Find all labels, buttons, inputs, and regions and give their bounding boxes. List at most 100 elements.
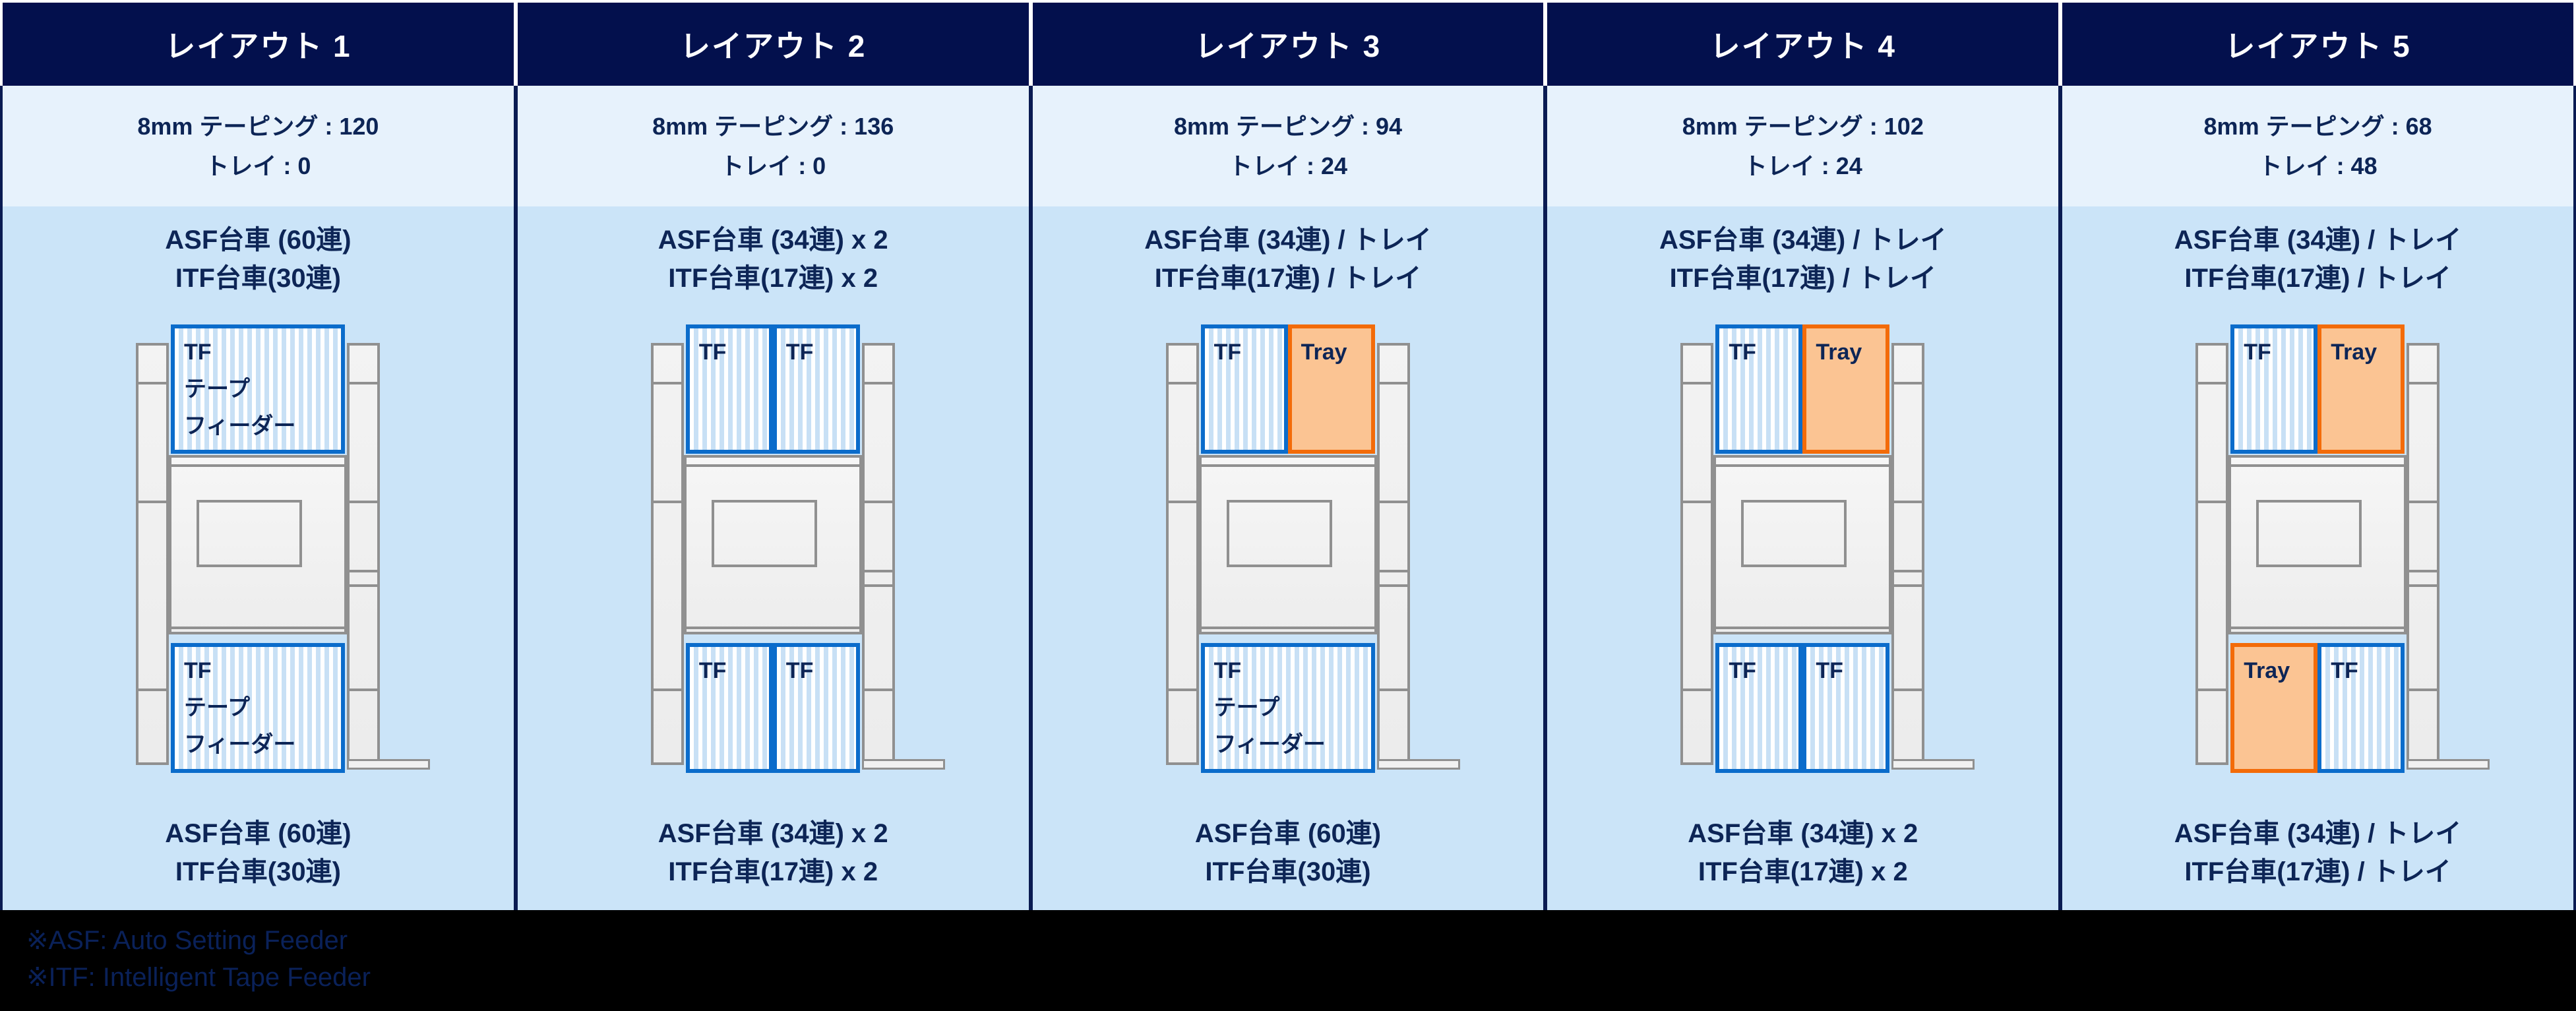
machine-diagram: ASF台車 (34連) / トレイ ITF台車(17連) / トレイ: [1033, 206, 1544, 910]
cart-label-line: ITF台車(30連): [175, 264, 341, 293]
layout-1-column: 8mm テーピング : 120 トレイ : 0 ASF台車 (60連) ITF台…: [3, 86, 514, 910]
slot-label: TF: [1729, 658, 1756, 683]
layout-2-column: 8mm テーピング : 136 トレイ : 0 ASF台車 (34連) x 2 …: [517, 86, 1029, 910]
machine-body: [1713, 455, 1892, 634]
tape-feeder-slot: TF: [772, 643, 860, 773]
board-area: [711, 500, 817, 567]
tape-feeder-slot: TF: [685, 643, 773, 773]
board-area: [197, 500, 302, 567]
tape-feeder-slot: TF: [1715, 643, 1803, 773]
machine-diagram: ASF台車 (34連) / トレイ ITF台車(17連) / トレイ: [2062, 206, 2573, 910]
slot-label: テープ: [184, 377, 250, 402]
tray-slot: Tray: [2317, 324, 2405, 454]
cart-label-line: ITF台車(17連) / トレイ: [2184, 857, 2451, 886]
cart-label-line: ASF台車 (34連) / トレイ: [2174, 819, 2462, 848]
slot-label: TF: [184, 658, 212, 683]
machine-diagram: ASF台車 (34連) / トレイ ITF台車(17連) / トレイ: [1547, 206, 2058, 910]
tray-count: トレイ : 24: [1228, 152, 1348, 179]
itf-footnote: ※ITF: Intelligent Tape Feeder: [26, 963, 371, 992]
machine-foot: [2407, 759, 2490, 770]
bottom-feeder-slots: TF TF: [685, 643, 860, 773]
taping-count: 8mm テーピング : 94: [1173, 112, 1403, 140]
cart-label-line: ASF台車 (60連): [1194, 819, 1382, 848]
machine-body: [2228, 455, 2407, 634]
slot-label: Tray: [2331, 340, 2377, 365]
slot-label: TF: [785, 658, 814, 683]
cart-label-line: ITF台車(17連) / トレイ: [1669, 264, 1937, 293]
asf-footnote: ※ASF: Auto Setting Feeder: [26, 926, 348, 955]
slot-label: TF: [698, 658, 727, 683]
board-area: [1226, 500, 1332, 567]
machine-foot: [347, 759, 430, 770]
layout-4-header: レイアウト 4: [1547, 3, 2059, 86]
top-feeder-slots: TF Tray: [1715, 324, 1890, 454]
machine-right-rail: [347, 343, 380, 765]
slot-label: Tray: [1816, 340, 1862, 365]
taping-count: 8mm テーピング : 102: [1682, 112, 1924, 140]
taping-count: 8mm テーピング : 120: [137, 112, 379, 140]
machine-foot: [861, 759, 945, 770]
bottom-feeder-slots: TF TF: [1715, 643, 1890, 773]
stats-panel: 8mm テーピング : 102 トレイ : 24: [1547, 86, 2059, 206]
cart-label-line: ASF台車 (34連) x 2: [658, 226, 888, 255]
board-area: [1741, 500, 1847, 567]
machine-right-rail: [2407, 343, 2440, 765]
slot-label: Tray: [1301, 340, 1347, 365]
tape-feeder-slot: TF テープ フィーダー: [171, 324, 345, 454]
taping-count: 8mm テーピング : 68: [2203, 112, 2432, 140]
tape-feeder-slot: TF テープ フィーダー: [171, 643, 345, 773]
tray-slot: Tray: [1802, 324, 1890, 454]
slot-label: フィーダー: [184, 732, 296, 757]
tray-count: トレイ : 48: [2258, 152, 2377, 179]
tray-count: トレイ : 24: [1743, 152, 1862, 179]
layout-table: レイアウト 1 レイアウト 2 レイアウト 3 レイアウト 4 レイアウト 5 …: [0, 0, 2576, 910]
cart-label-line: ITF台車(30連): [1205, 857, 1371, 886]
stats-panel: 8mm テーピング : 94 トレイ : 24: [1032, 86, 1544, 206]
tray-slot: Tray: [2230, 643, 2318, 773]
cart-label-line: ASF台車 (60連): [165, 226, 352, 255]
cart-label-line: ASF台車 (34連) / トレイ: [1659, 226, 1947, 255]
slot-label: TF: [2331, 658, 2358, 683]
layout-4-column: 8mm テーピング : 102 トレイ : 24 ASF台車 (34連) / ト…: [1547, 86, 2059, 910]
layout-1-header: レイアウト 1: [3, 3, 514, 86]
cart-label-line: ASF台車 (60連): [165, 819, 352, 848]
tape-feeder-slot: TF テープ フィーダー: [1200, 643, 1375, 773]
bottom-cart-label: ASF台車 (34連) x 2 ITF台車(17連) x 2: [1547, 814, 2058, 891]
top-cart-label: ASF台車 (34連) / トレイ ITF台車(17連) / トレイ: [1033, 221, 1544, 297]
tape-feeder-slot: TF: [1802, 643, 1890, 773]
machine-body: [1198, 455, 1377, 634]
slot-label: フィーダー: [1213, 732, 1326, 757]
machine-right-rail: [1376, 343, 1410, 765]
slot-label: TF: [785, 340, 814, 365]
machine-left-rail: [650, 343, 684, 765]
cart-label-line: ITF台車(17連) / トレイ: [2184, 264, 2451, 293]
top-feeder-slots: TF Tray: [2230, 324, 2405, 454]
cart-label-line: ITF台車(17連) x 2: [1698, 857, 1908, 886]
cart-label-line: ITF台車(17連) x 2: [668, 857, 878, 886]
bottom-feeder-slots: TF テープ フィーダー: [171, 643, 345, 773]
slot-label: TF: [698, 340, 727, 365]
slot-label: TF: [1729, 340, 1756, 365]
slot-label: TF: [1213, 340, 1242, 365]
bottom-feeder-slots: Tray TF: [2230, 643, 2405, 773]
bottom-cart-label: ASF台車 (60連) ITF台車(30連): [3, 814, 514, 891]
cart-label-line: ITF台車(17連) / トレイ: [1154, 264, 1422, 293]
slot-label: テープ: [184, 695, 250, 720]
tape-feeder-slot: TF: [2230, 324, 2318, 454]
board-area: [2256, 500, 2362, 567]
slot-label: フィーダー: [184, 414, 296, 439]
cart-label-line: ASF台車 (34連) x 2: [1688, 819, 1918, 848]
bottom-feeder-slots: TF テープ フィーダー: [1200, 643, 1375, 773]
top-cart-label: ASF台車 (34連) / トレイ ITF台車(17連) / トレイ: [2062, 221, 2573, 297]
bottom-cart-label: ASF台車 (60連) ITF台車(30連): [1033, 814, 1544, 891]
top-feeder-slots: TF TF: [685, 324, 860, 454]
tray-slot: Tray: [1287, 324, 1375, 454]
header-row: レイアウト 1 レイアウト 2 レイアウト 3 レイアウト 4 レイアウト 5: [0, 0, 2576, 86]
tray-count: トレイ : 0: [205, 152, 311, 179]
taping-count: 8mm テーピング : 136: [652, 112, 894, 140]
layout-5-column: 8mm テーピング : 68 トレイ : 48 ASF台車 (34連) / トレ…: [2062, 86, 2573, 910]
tape-feeder-slot: TF: [1715, 324, 1803, 454]
top-feeder-slots: TF Tray: [1200, 324, 1375, 454]
top-cart-label: ASF台車 (60連) ITF台車(30連): [3, 221, 514, 297]
slot-label: TF: [1816, 658, 1843, 683]
